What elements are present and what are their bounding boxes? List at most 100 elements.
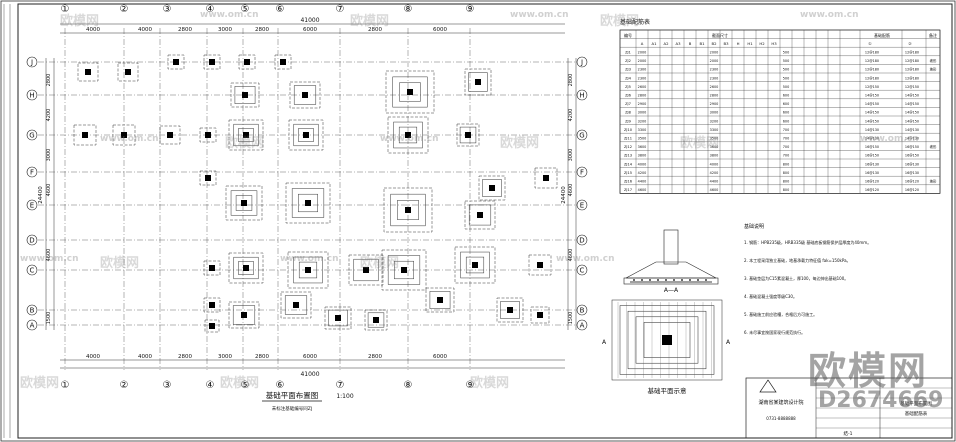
table-cell: 700	[783, 137, 789, 141]
table-cell: 2300	[710, 76, 719, 80]
rebar-dot	[689, 279, 691, 281]
column-section	[465, 132, 471, 138]
table-subheader: H	[737, 41, 740, 46]
table-header: 基础配筋	[874, 32, 890, 38]
table-cell-id: ZJ12	[624, 145, 632, 149]
footing-outline	[280, 291, 312, 319]
column-section	[302, 92, 308, 98]
dimension-text: 1500	[568, 312, 574, 325]
dimension-text: 3000	[46, 149, 52, 162]
table-cell-id: ZJ5	[625, 85, 631, 89]
footing-outline	[298, 261, 318, 279]
table-cell-id: ZJ4	[625, 76, 632, 80]
footing-outline	[225, 185, 263, 221]
footing-outline	[464, 68, 492, 96]
table-cell: 2800	[638, 94, 647, 98]
axis-label-bottom: ⑤	[241, 380, 250, 391]
footing-outline	[298, 128, 314, 142]
dimension-text: 4000	[86, 27, 100, 33]
section-base	[623, 277, 719, 285]
footing-outline	[203, 297, 221, 313]
axis-label-right: A	[580, 322, 585, 330]
column-section	[242, 92, 248, 98]
axis-bubble-right	[576, 264, 588, 276]
plan-scale: 1:100	[336, 393, 353, 400]
table-cell: 12@180	[905, 76, 919, 80]
table-subheader: A	[641, 41, 644, 46]
footing-outline	[399, 82, 421, 102]
dimension-total: 41000	[300, 17, 319, 24]
note-line: 5. 基础施工前应验槽，合格后方可施工。	[744, 311, 817, 317]
table-subheader: H2	[759, 41, 765, 46]
column-section	[209, 323, 215, 329]
table-cell: 14@150	[905, 111, 919, 115]
note-line: 1. 钢筋：HPB235级，HRB335级 基础底板钢筋保护层厚度为40mm。	[744, 239, 871, 245]
sheet-number: 结-1	[844, 430, 853, 437]
table-cell: 16@150	[905, 154, 919, 158]
footing-outline	[285, 182, 331, 224]
column-section	[82, 132, 88, 138]
note-line: 2. 本工程采用独立基础，地基承载力特征值 fak=150kPa。	[744, 257, 851, 263]
axis-bubble-right	[576, 319, 588, 331]
footing-outline	[117, 62, 139, 82]
table-cell: 2600	[710, 85, 719, 89]
rebar-dot	[705, 279, 707, 281]
table-cell-id: ZJ8	[625, 111, 632, 115]
column-section	[401, 267, 407, 273]
footing-outline	[203, 260, 221, 276]
inner-frame	[17, 3, 953, 439]
footing-outline	[298, 193, 318, 213]
plan-footing-ring	[627, 310, 707, 370]
axis-bubble-left	[26, 234, 38, 246]
footing-outline	[77, 62, 99, 82]
table-cell: 2600	[638, 85, 647, 89]
table-cell-id: ZJ7	[625, 102, 631, 106]
section-label: A—A	[664, 287, 679, 294]
column-section	[293, 302, 299, 308]
footing-outline	[233, 256, 259, 280]
table-cell: 3000	[638, 111, 647, 115]
rebar-dot	[681, 279, 683, 281]
dimension-text: 4000	[138, 27, 152, 33]
table-cell: 2000	[710, 51, 719, 55]
footing-outline	[482, 179, 502, 197]
axis-label-left: E	[30, 202, 34, 210]
column-section	[537, 262, 543, 268]
table-cell: 800	[783, 180, 789, 184]
axis-label-left: B	[30, 307, 35, 315]
footing-outline	[364, 309, 388, 331]
footing-outline	[390, 193, 426, 227]
column-section	[407, 89, 413, 95]
footing-outline	[397, 200, 419, 220]
table-cell: 16@120	[905, 180, 919, 184]
table-cell: 2300	[638, 76, 647, 80]
table-cell: 600	[783, 111, 789, 115]
axis-label-left: D	[29, 237, 34, 245]
table-cell: 12@180	[905, 68, 919, 72]
column-section	[209, 59, 215, 65]
axis-label-left: J	[30, 59, 33, 67]
column-section	[537, 312, 543, 318]
table-subheader: B	[689, 41, 692, 46]
table-cell: 14@150	[905, 119, 919, 123]
column-section	[243, 132, 249, 138]
table-cell: 3500	[710, 137, 719, 141]
column-section	[489, 185, 495, 191]
footing-outline	[328, 309, 348, 327]
column-section	[243, 265, 249, 271]
footing-outline	[425, 287, 455, 313]
table-cell: 16@130	[905, 171, 919, 175]
note-line: 6. 未尽事宜按国家现行规范执行。	[744, 329, 805, 335]
table-subheader: H1	[747, 41, 753, 46]
table-cell-id: ZJ1	[625, 51, 631, 55]
table-cell: 16@150	[905, 145, 919, 149]
axis-bubble-right	[576, 199, 588, 211]
footing-outline	[159, 125, 181, 145]
table-cell: 4400	[638, 180, 647, 184]
axis-label-right: F	[580, 169, 584, 177]
column-section	[241, 200, 247, 206]
axis-label-bottom: ②	[120, 380, 129, 391]
footing-outline	[293, 85, 317, 105]
footing-outline	[534, 167, 558, 189]
